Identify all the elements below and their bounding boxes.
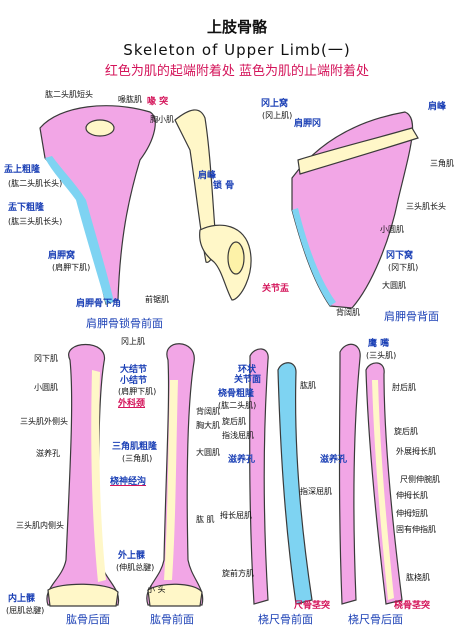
label-fpl: 拇长屈肌 xyxy=(220,511,252,520)
label-latissimus-dorsi: 背阔肌 xyxy=(336,308,360,317)
scapula-back-spine xyxy=(297,127,419,175)
label-pectoralis-major: 胸大肌 xyxy=(196,421,220,430)
caption-scapula-back: 肩胛骨背面 xyxy=(384,310,439,323)
label-fdp: 指深屈肌 xyxy=(300,487,332,496)
label-deltoid-tuberosity: 三角肌粗隆 xyxy=(112,442,158,452)
label-acromion-front: 肩峰 xyxy=(198,171,217,181)
label-supraspinatus: (冈上肌) xyxy=(262,111,293,120)
label-supinator-back: 旋后肌 xyxy=(394,427,418,436)
label-biceps-long: (肱二头肌长头) xyxy=(8,179,63,188)
label-pectoralis-minor: 胸小肌 xyxy=(150,115,174,124)
label-medial-epicondyle: 内上髁 xyxy=(8,594,36,604)
label-apl: 外展拇长肌 xyxy=(396,447,436,456)
label-deltoid-humerus: (三角肌) xyxy=(122,454,153,463)
label-supraspinous-fossa: 冈上窝 xyxy=(261,99,289,109)
radius-back-strip xyxy=(372,380,394,600)
label-nutrient-radius: 滋养孔 xyxy=(228,455,256,465)
label-annular: 环状 xyxy=(238,365,257,375)
label-epl: 伸拇长肌 xyxy=(396,491,428,500)
humerus-back-lateral xyxy=(91,370,106,582)
label-surgical-neck: 外科颈 xyxy=(118,399,146,409)
ulna-front-bone xyxy=(249,348,269,605)
label-epb: 伸拇短肌 xyxy=(396,509,428,518)
label-lesser-tubercle: 小结节 xyxy=(120,376,148,386)
radius-front-bone xyxy=(277,362,313,605)
label-infraspinatus: (冈下肌) xyxy=(388,263,419,272)
label-supraglenoid: 盂上粗隆 xyxy=(4,165,41,175)
label-flexor-common: (屈肌总腱) xyxy=(6,606,45,615)
label-infraglenoid: 盂下粗隆 xyxy=(8,203,45,213)
label-capitulum: 小 头 xyxy=(147,585,166,594)
ulna-back-bone xyxy=(338,343,361,605)
label-eip: 固有伸指肌 xyxy=(396,525,436,534)
label-triceps-long: (肱三头肌长头) xyxy=(8,217,63,226)
label-subscapular-fossa: 肩胛窝 xyxy=(48,251,76,261)
label-triceps-lateral: 三头肌外侧头 xyxy=(20,417,68,426)
label-teres-minor: 小圆肌 xyxy=(380,225,404,234)
label-pronator-quadratus: 旋前方肌 xyxy=(222,569,254,578)
humerus-front-medial xyxy=(164,380,178,580)
label-extensor-common: (伸肌总腱) xyxy=(116,563,155,572)
label-teres-minor-humerus: 小圆肌 xyxy=(34,383,58,392)
caption-humerus-front: 肱骨前面 xyxy=(150,613,194,626)
humerus-back-condyle xyxy=(47,583,119,607)
label-brachioradialis: 肱桡肌 xyxy=(406,573,430,582)
radius-back-bone xyxy=(365,362,403,605)
page-title: 上肢骨骼 xyxy=(206,18,267,36)
label-brachialis-ulna: 肱肌 xyxy=(300,381,316,390)
label-triceps-medial: 三头肌内侧头 xyxy=(16,521,64,530)
scapula-back-border xyxy=(292,208,336,306)
label-anconeus: 肘后肌 xyxy=(392,383,416,392)
label-glenoid: 关节盂 xyxy=(262,284,290,294)
label-supraspinatus-humerus: 冈上肌 xyxy=(121,337,145,346)
label-olecranon: 鹰 嘴 xyxy=(368,339,390,349)
label-inferior-angle: 肩胛骨下角 xyxy=(76,299,122,309)
label-radial-groove: 桡神经沟 xyxy=(110,477,147,487)
caption-scapula-front: 肩胛骨锁骨前面 xyxy=(86,317,163,330)
scapula-front-border xyxy=(45,156,114,304)
label-greater-tubercle: 大结节 xyxy=(120,365,148,375)
humerus-front-condyle xyxy=(147,583,203,607)
humerus-back-bone xyxy=(46,343,120,606)
color-legend: 红色为肌的起端附着处 蓝色为肌的止端附着处 xyxy=(104,64,370,79)
glenoid-cavity xyxy=(227,241,245,275)
label-serratus-anterior: 前锯肌 xyxy=(145,295,169,304)
page-subtitle: Skeleton of Upper Limb(一) xyxy=(123,41,351,59)
label-acromion-back: 肩峰 xyxy=(428,102,447,112)
label-subscapularis: (肩胛下肌) xyxy=(52,263,91,272)
label-subscapularis-humerus: (肩胛下肌) xyxy=(118,387,157,396)
label-lateral-epicondyle: 外上髁 xyxy=(118,551,146,561)
label-deltoid: 三角肌 xyxy=(430,159,454,168)
label-spine: 肩胛冈 xyxy=(294,119,322,129)
coracoid-process xyxy=(85,119,115,137)
label-nutrient-foramen: 滋养孔 xyxy=(36,449,60,458)
label-teres-major: 大圆肌 xyxy=(382,281,406,290)
label-ecu: 尺侧伸腕肌 xyxy=(400,475,440,484)
label-infraspinatus-humerus: 冈下肌 xyxy=(34,354,58,363)
label-coracoid: 喙 突 xyxy=(147,97,169,107)
label-clavicle: 锁 骨 xyxy=(213,181,235,191)
label-teres-major-humerus: 大圆肌 xyxy=(196,448,220,457)
label-triceps-ulna: (三头肌) xyxy=(366,351,397,360)
caption-ulna-radius-front: 桡尺骨前面 xyxy=(258,613,313,626)
label-latissimus-humerus: 背阔肌 xyxy=(196,407,220,416)
label-radial-tuberosity: 桡骨粗隆 xyxy=(218,389,255,399)
label-triceps-long-back: 三头肌长头 xyxy=(406,202,446,211)
caption-humerus-back: 肱骨后面 xyxy=(66,613,110,626)
caption-ulna-radius-back: 桡尺骨后面 xyxy=(348,613,403,626)
label-nutrient-ulna: 滋养孔 xyxy=(320,455,348,465)
label-radial-styloid: 桡骨茎突 xyxy=(394,601,431,611)
label-biceps-radius: (肱二头肌) xyxy=(218,401,257,410)
label-brachialis: 肱 肌 xyxy=(196,515,215,524)
label-infraspinous-fossa: 冈下窝 xyxy=(386,251,414,261)
label-joint-surface: 关节面 xyxy=(234,375,262,385)
label-ulnar-styloid: 尺骨茎突 xyxy=(294,601,331,611)
label-coracobrachialis: 喙肱肌 xyxy=(118,95,142,104)
label-supinator-front: 旋后肌 xyxy=(222,417,246,426)
label-fds: 指浅屈肌 xyxy=(222,431,254,440)
label-biceps-short-coracobrachialis: 肱二头肌短头 xyxy=(45,90,93,99)
